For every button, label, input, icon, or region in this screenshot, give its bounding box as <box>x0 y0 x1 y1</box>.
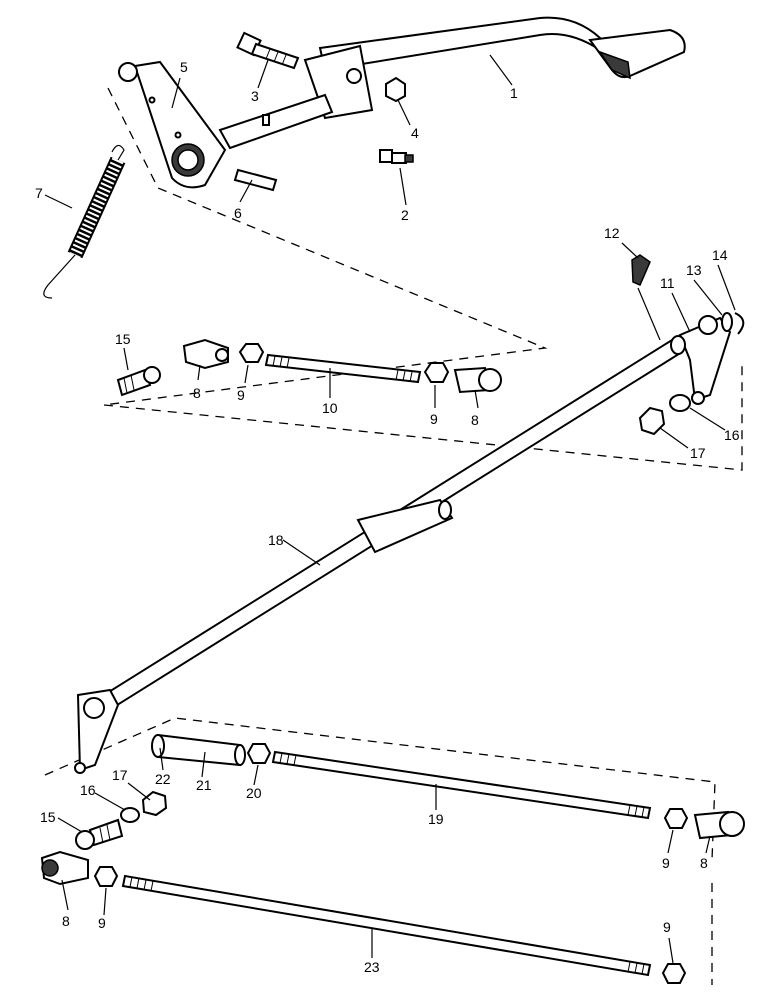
callout-labels: 1 2 3 4 5 6 7 8 8 8 8 9 9 9 9 9 10 11 12… <box>35 59 740 975</box>
nut-9-lower-left <box>93 866 119 887</box>
callout-9-lower-left: 9 <box>98 915 106 931</box>
nut-9-lower-right <box>663 808 689 829</box>
callout-23: 23 <box>364 959 380 975</box>
brake-pedal-lever <box>318 16 686 80</box>
threaded-rod-10 <box>264 353 422 384</box>
dashed-outline-lower-rod-group <box>44 717 716 861</box>
clip-14 <box>734 312 745 335</box>
callout-16-lower: 16 <box>80 782 96 798</box>
bolt <box>236 31 300 70</box>
callout-8-lower-right: 8 <box>700 855 708 871</box>
ball-stud-upper <box>116 366 161 397</box>
grease-nipple <box>379 149 414 164</box>
callout-15-lower: 15 <box>40 809 56 825</box>
ball-stud-lower <box>75 818 124 850</box>
callout-6: 6 <box>234 205 242 221</box>
callout-18: 18 <box>268 532 284 548</box>
callout-9-bottom: 9 <box>663 919 671 935</box>
callout-11: 11 <box>660 275 675 291</box>
nut-9-upper-right <box>423 362 450 383</box>
cross-shaft-lever <box>678 315 732 405</box>
clevis-lower-right <box>693 810 745 840</box>
nut <box>385 76 406 103</box>
callout-21: 21 <box>196 777 212 793</box>
adjuster-tube <box>151 733 246 767</box>
callout-3: 3 <box>251 88 259 104</box>
nut-9-upper-left <box>238 343 265 363</box>
callout-9-lower-right: 9 <box>662 855 670 871</box>
clevis-lower-left <box>40 850 89 886</box>
leader-lines <box>44 54 736 964</box>
callout-19: 19 <box>428 811 444 827</box>
threaded-rod-19 <box>271 750 652 820</box>
washer-16-upper <box>669 394 691 412</box>
callout-4: 4 <box>411 125 419 141</box>
dashed-outline-pedal-group <box>103 87 548 406</box>
nut-17-lower <box>141 790 168 817</box>
nut-9-bottom <box>661 963 687 984</box>
callout-22: 22 <box>155 771 171 787</box>
clevis-upper-right <box>453 366 502 394</box>
nut-20 <box>246 743 272 764</box>
callout-15-upper: 15 <box>115 331 131 347</box>
callout-12: 12 <box>604 225 620 241</box>
callout-20: 20 <box>246 785 262 801</box>
callout-8-lower-left: 8 <box>62 913 70 929</box>
callout-13: 13 <box>686 262 702 278</box>
return-spring <box>43 144 126 299</box>
callout-17-upper: 17 <box>690 445 706 461</box>
clevis-upper-left <box>182 338 229 370</box>
callout-9-upper-right: 9 <box>430 411 438 427</box>
callout-10: 10 <box>322 400 338 416</box>
nut-17-upper <box>638 406 666 436</box>
callout-9-upper-left: 9 <box>237 387 245 403</box>
pin <box>233 168 278 192</box>
washer-13 <box>721 312 733 332</box>
dashed-outline-cross-shaft-group <box>103 365 743 471</box>
callout-7: 7 <box>35 185 43 201</box>
lever-arm <box>118 60 227 189</box>
callout-2: 2 <box>401 207 409 223</box>
callout-8-upper-left: 8 <box>193 385 201 401</box>
cross-shaft <box>74 335 686 774</box>
pedal-shaft-bracket <box>218 44 374 150</box>
callout-17-lower: 17 <box>112 767 128 783</box>
callout-16-upper: 16 <box>724 427 740 443</box>
callout-14: 14 <box>712 247 728 263</box>
callout-1: 1 <box>510 85 518 101</box>
threaded-rod-23 <box>121 874 652 977</box>
callout-8-upper-right: 8 <box>471 412 479 428</box>
callout-5: 5 <box>180 59 188 75</box>
split-pin <box>631 254 651 286</box>
washer-16-lower <box>120 807 140 823</box>
